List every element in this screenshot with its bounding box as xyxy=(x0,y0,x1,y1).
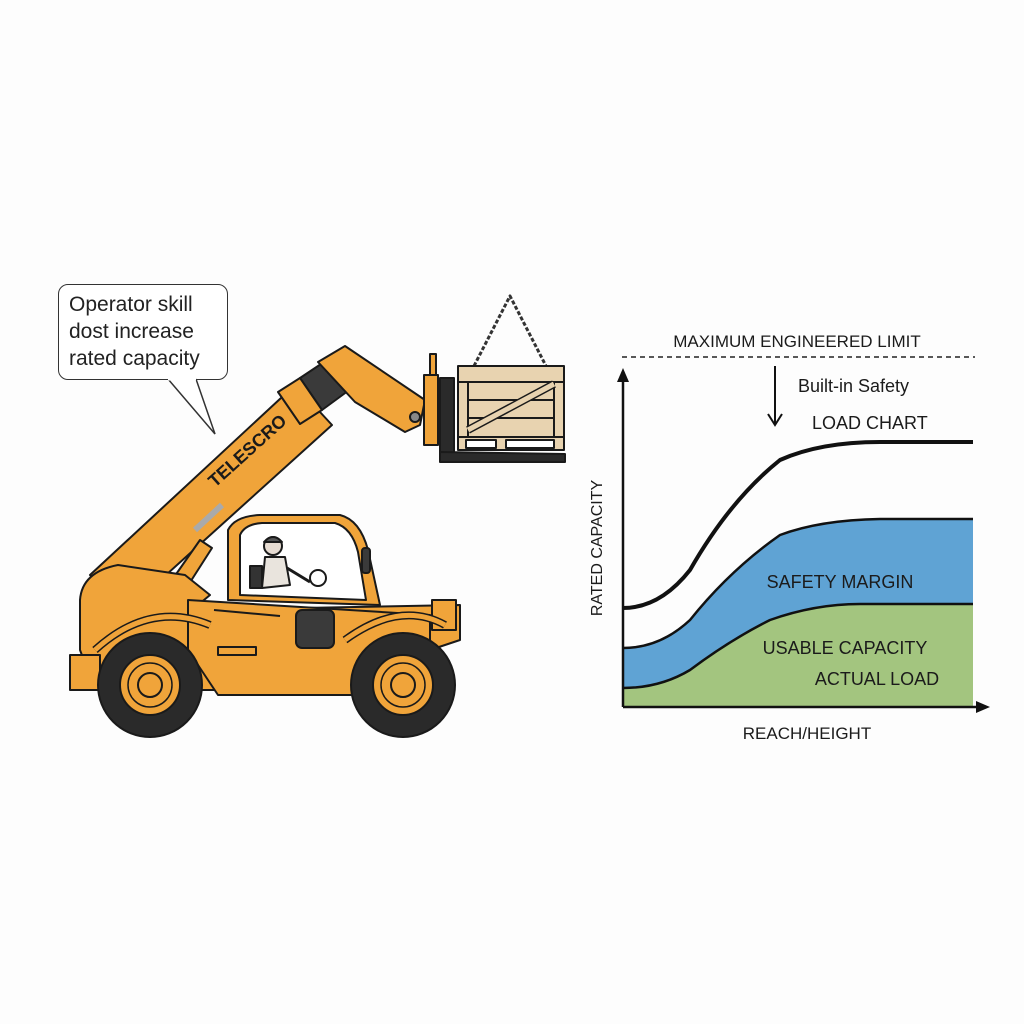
usable-capacity-label: USABLE CAPACITY xyxy=(763,638,928,658)
boom-icon xyxy=(89,345,426,613)
rear-wheel-icon xyxy=(97,632,203,738)
callout-line-1: Operator skill xyxy=(69,293,193,316)
safety-margin-area xyxy=(623,519,973,688)
operator-skill-callout: Operator skill dost increase rated capac… xyxy=(58,284,228,380)
safety-margin-label: SAFETY MARGIN xyxy=(767,572,914,592)
safety-curve xyxy=(622,517,973,650)
callout-line-2: dost increase xyxy=(69,320,194,343)
callout-line-3: rated capacity xyxy=(69,347,200,370)
load-chart-curve xyxy=(622,440,973,610)
fork-carriage-icon xyxy=(423,353,566,463)
actual-load-label: ACTUAL LOAD xyxy=(815,669,939,689)
usable-curve xyxy=(622,602,973,690)
built-in-safety-label: Built-in Safety xyxy=(798,376,909,396)
y-axis-label: RATED CAPACITY xyxy=(589,480,606,617)
max-limit-label: MAXIMUM ENGINEERED LIMIT xyxy=(673,332,920,351)
y-axis-arrow-icon xyxy=(617,368,629,382)
usable-capacity-area xyxy=(623,604,973,707)
front-wheel-icon xyxy=(350,632,456,738)
crate-icon xyxy=(457,294,565,451)
x-axis-arrow-icon xyxy=(976,701,990,713)
x-axis-label: REACH/HEIGHT xyxy=(743,724,871,743)
arrow-down-icon xyxy=(767,366,783,427)
load-chart-label: LOAD CHART xyxy=(812,413,928,433)
